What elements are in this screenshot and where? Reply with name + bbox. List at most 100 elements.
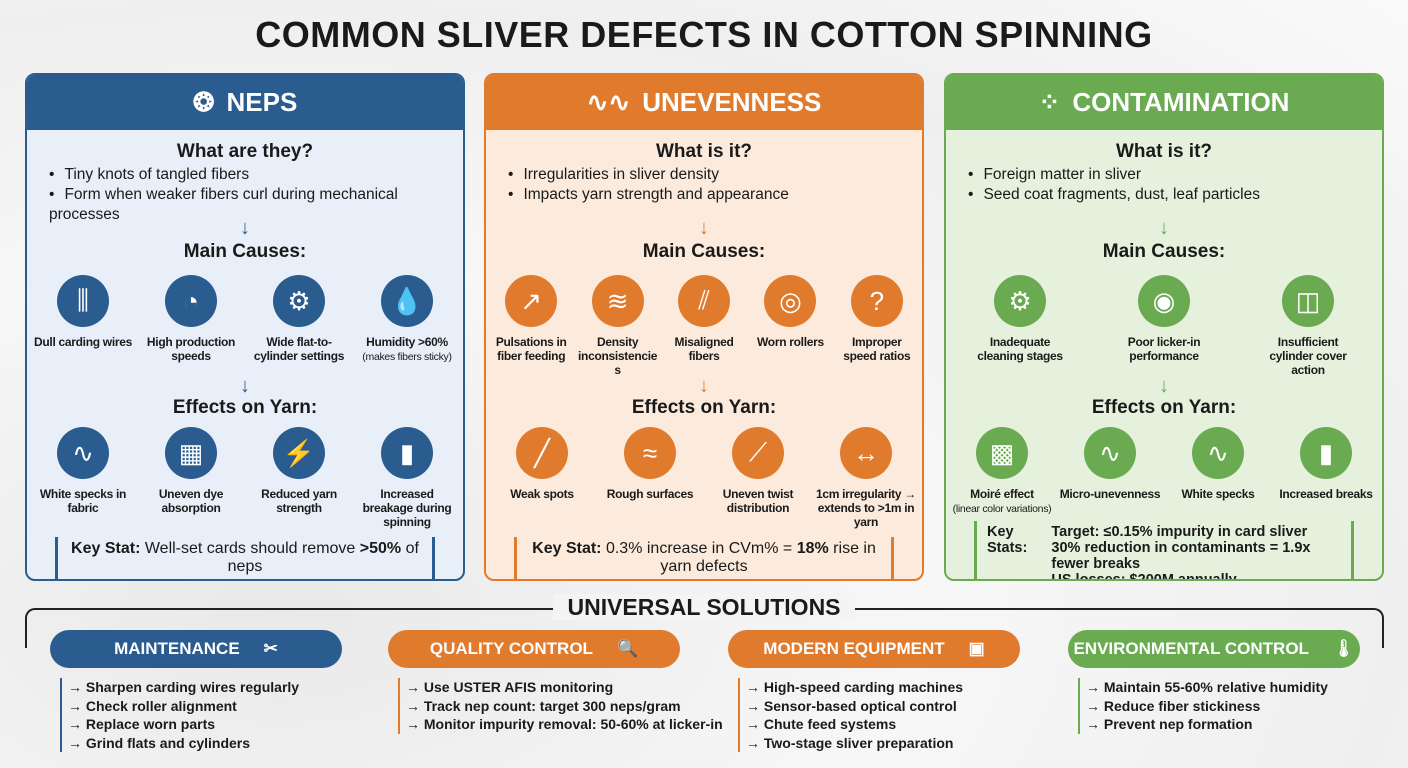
down-arrow-icon: ↓	[699, 375, 709, 397]
panel-header: ⁘CONTAMINATION	[946, 75, 1382, 130]
solution-item: Replace worn parts	[68, 715, 299, 734]
down-arrow-icon: ↓	[240, 375, 250, 397]
solution-item: High-speed carding machines	[746, 678, 963, 697]
causes-title: Main Causes:	[1102, 241, 1226, 262]
panel-contamination: ⁘CONTAMINATION What is it? Foreign matter …	[944, 73, 1384, 581]
item-label-text: White specks	[1181, 487, 1255, 501]
effects-row: ∿White specks in fabric ▦ Uneven dye absor…	[31, 427, 459, 529]
effects-row: ╱Weak spots≈Rough surfaces⟋Uneven twist …	[490, 427, 918, 529]
panel-heading: UNEVENNESS	[642, 87, 822, 117]
wave-icon: ∿∿	[586, 87, 631, 117]
solution-item: Sensor-based optical control	[746, 697, 963, 716]
what-bullet: Impacts yarn strength and appearance	[508, 185, 788, 205]
item-label: Rough surfaces	[598, 487, 702, 501]
item-label-text: Worn rollers	[756, 335, 824, 349]
solution-item: Prevent nep formation	[1086, 715, 1328, 734]
effect-item: ∿White specks in fabric	[31, 427, 135, 529]
yarn-spool-icon: ▮	[1300, 427, 1352, 479]
down-arrow-icon: ↓	[240, 217, 250, 239]
solution-label: MAINTENANCE	[114, 639, 240, 658]
key-stat: Key Stat: 0.3% increase in CVm% = 18% ri…	[514, 537, 894, 579]
key-stat-line: Target: ≤0.15% impurity in card sliver	[1051, 524, 1308, 540]
item-label-text: High production speeds	[146, 335, 236, 363]
key-stat: Key Stats: Target: ≤0.15% impurity in ca…	[974, 521, 1354, 581]
solution-list: Sharpen carding wires regularlyCheck rol…	[60, 678, 299, 752]
item-label-text: Poor licker-in performance	[1127, 335, 1201, 363]
solution-item: Two-stage sliver preparation	[746, 734, 963, 753]
item-label: High production speeds	[139, 335, 243, 363]
item-sublabel: (linear color variations)	[952, 503, 1052, 515]
what-bullet: Foreign matter in sliver	[968, 165, 1260, 185]
ruler-icon: ↔	[840, 427, 892, 479]
item-sublabel: (makes fibers sticky)	[362, 351, 452, 363]
magnifier-chart-icon: 🔍	[616, 639, 639, 658]
humidity-gauge-icon: 💧	[381, 275, 433, 327]
uneven-dye-fabric-icon: ▦	[165, 427, 217, 479]
particles-icon: ⁘	[1038, 87, 1061, 117]
effect-item: ▩Moiré effect(linear color variations)	[950, 427, 1054, 516]
effects-title: Effects on Yarn:	[1091, 397, 1237, 418]
effect-item: ⟋Uneven twist distribution	[706, 427, 810, 529]
fiber-cross-section-icon: ≋	[591, 275, 644, 327]
thermometer-humidity-icon: 🌡	[1332, 639, 1355, 658]
speckled-yarn-icon: ∿	[1192, 427, 1244, 479]
solution-item: Reduce fiber stickiness	[1086, 697, 1328, 716]
item-label: White specks	[1166, 487, 1270, 501]
page-title: COMMON SLIVER DEFECTS IN COTTON SPINNING	[255, 14, 1153, 55]
item-label-text: Moiré effect	[970, 487, 1034, 501]
item-label: Increased breaks	[1274, 487, 1378, 501]
speedometer-icon: ◔	[165, 275, 217, 327]
solution-label: MODERN EQUIPMENT	[763, 639, 945, 658]
effect-item: ▮ Increased breaks	[1274, 427, 1378, 516]
solution-item: Sharpen carding wires regularly	[68, 678, 299, 697]
cause-item: ⚙Inadequate cleaning stages	[968, 275, 1072, 377]
item-label: Worn rollers	[749, 335, 831, 349]
solution-item: Grind flats and cylinders	[68, 734, 299, 753]
item-label: Misaligned fibers	[663, 335, 745, 363]
down-arrow-icon: ↓	[1159, 217, 1169, 239]
item-label: 1cm irregularity → extends to >1m in yar…	[814, 487, 918, 529]
item-label-text: Inadequate cleaning stages	[977, 335, 1063, 363]
gear-question-icon: ?	[850, 275, 903, 327]
solution-item: Use USTER AFIS monitoring	[406, 678, 723, 697]
cause-item: ◫Insufficient cylinder cover action	[1256, 275, 1360, 377]
item-label-text: Dull carding wires	[34, 335, 132, 349]
down-arrow-icon: ↓	[699, 217, 709, 239]
solution-list: High-speed carding machinesSensor-based …	[738, 678, 963, 752]
item-label-text: Weak spots	[510, 487, 574, 501]
item-label: Moiré effect (linear color variations)	[950, 487, 1054, 516]
what-list: Foreign matter in sliverSeed coat fragme…	[968, 165, 1260, 205]
what-list: Tiny knots of tangled fibersForm when we…	[49, 165, 463, 225]
solution-label: ENVIRONMENTAL CONTROL	[1073, 639, 1309, 658]
key-stat-label: Key Stat:	[532, 540, 602, 557]
item-label: Uneven dye absorption	[139, 487, 243, 515]
solution-item: Track nep count: target 300 neps/gram	[406, 697, 723, 716]
item-label-text: Uneven twist distribution	[722, 487, 794, 515]
key-stat-text: 0.3% increase in CVm% =	[605, 540, 797, 557]
key-stat-label: Key Stat:	[71, 540, 141, 557]
cause-item: ◎ Worn rollers	[749, 275, 831, 377]
cause-item: ⚙ Wide flat-to-cylinder settings	[247, 275, 351, 364]
cause-item: ⫼ Dull carding wires	[31, 275, 135, 364]
item-label: Increased breakage during spinning	[355, 487, 459, 529]
key-stat-line: US losses: $200M annually	[1051, 572, 1237, 581]
carding-wire-icon: ⫼	[57, 275, 109, 327]
what-bullet: Tiny knots of tangled fibers	[49, 165, 463, 185]
what-title: What is it?	[1115, 141, 1213, 162]
item-label: Pulsations in fiber feeding	[490, 335, 572, 363]
item-label: Humidity >60%(makes fibers sticky)	[355, 335, 459, 364]
causes-row: ⚙Inadequate cleaning stages◉Poor licker-…	[950, 275, 1378, 377]
item-label: Density inconsistencies	[576, 335, 658, 377]
item-label: Wide flat-to-cylinder settings	[247, 335, 351, 363]
item-label: Micro-unevenness	[1058, 487, 1162, 501]
item-label: Dull carding wires	[31, 335, 135, 349]
what-bullet: Irregularities in sliver density	[508, 165, 789, 185]
panel-header: ❂NEPS	[27, 75, 463, 130]
gears-icon: ⚙	[273, 275, 325, 327]
effect-item: ╱Weak spots	[490, 427, 594, 529]
item-label-text: Increased breaks	[1279, 487, 1373, 501]
rollers-icon: ◎	[764, 275, 817, 327]
item-label: Poor licker-in performance	[1112, 335, 1216, 363]
solution-item: Chute feed systems	[746, 715, 963, 734]
